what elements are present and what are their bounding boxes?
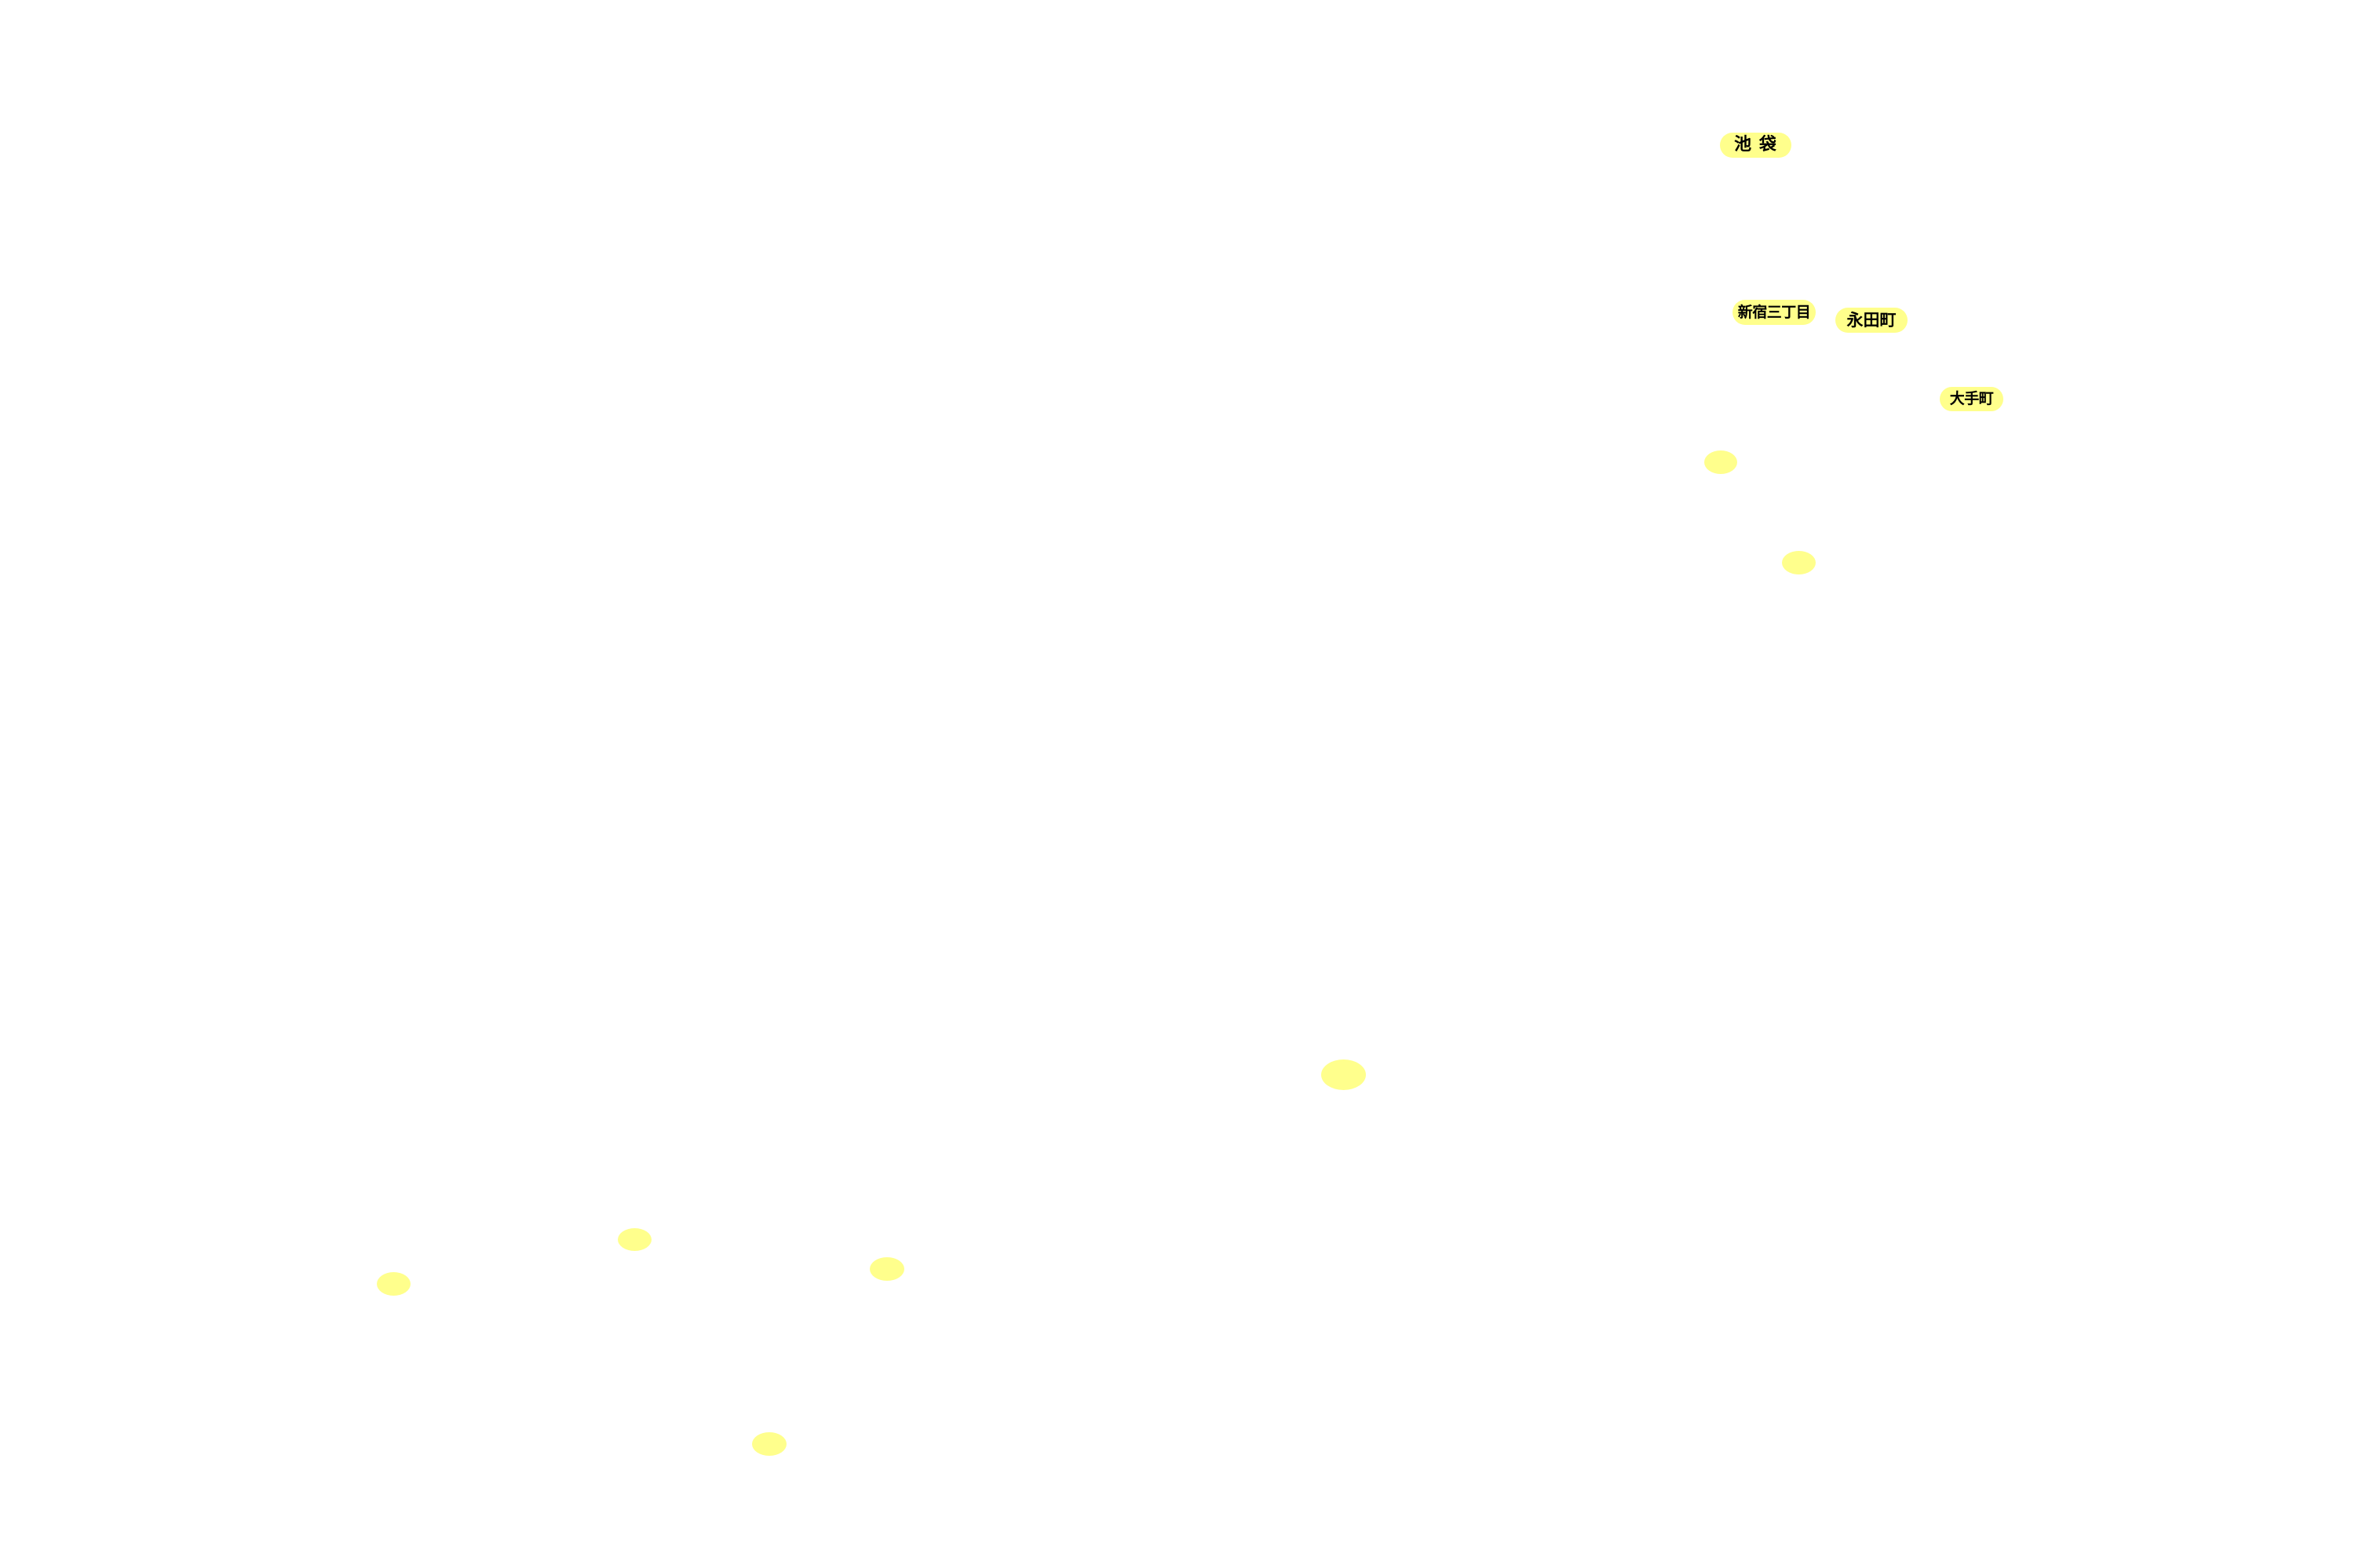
station-marker[interactable] bbox=[377, 1272, 411, 1296]
station-name: 新宿三丁目 bbox=[1737, 303, 1811, 321]
station-marker[interactable] bbox=[1782, 551, 1816, 574]
station-name: 大手町 bbox=[1949, 390, 1994, 407]
station-label-otemachi[interactable]: 大手町 bbox=[1940, 387, 2003, 411]
station-marker[interactable] bbox=[870, 1257, 904, 1281]
station-name: 池 袋 bbox=[1734, 135, 1777, 155]
station-label-nagatacho[interactable]: 永田町 bbox=[1835, 308, 1908, 333]
station-label-ikebukuro[interactable]: 池 袋 bbox=[1720, 133, 1791, 158]
station-marker[interactable] bbox=[1704, 450, 1737, 474]
station-name: 永田町 bbox=[1846, 310, 1897, 330]
station-marker[interactable] bbox=[618, 1228, 652, 1251]
station-label-shinjuku-sanchome[interactable]: 新宿三丁目 bbox=[1732, 300, 1816, 325]
station-marker-large[interactable] bbox=[1321, 1059, 1366, 1090]
station-marker[interactable] bbox=[752, 1432, 787, 1456]
